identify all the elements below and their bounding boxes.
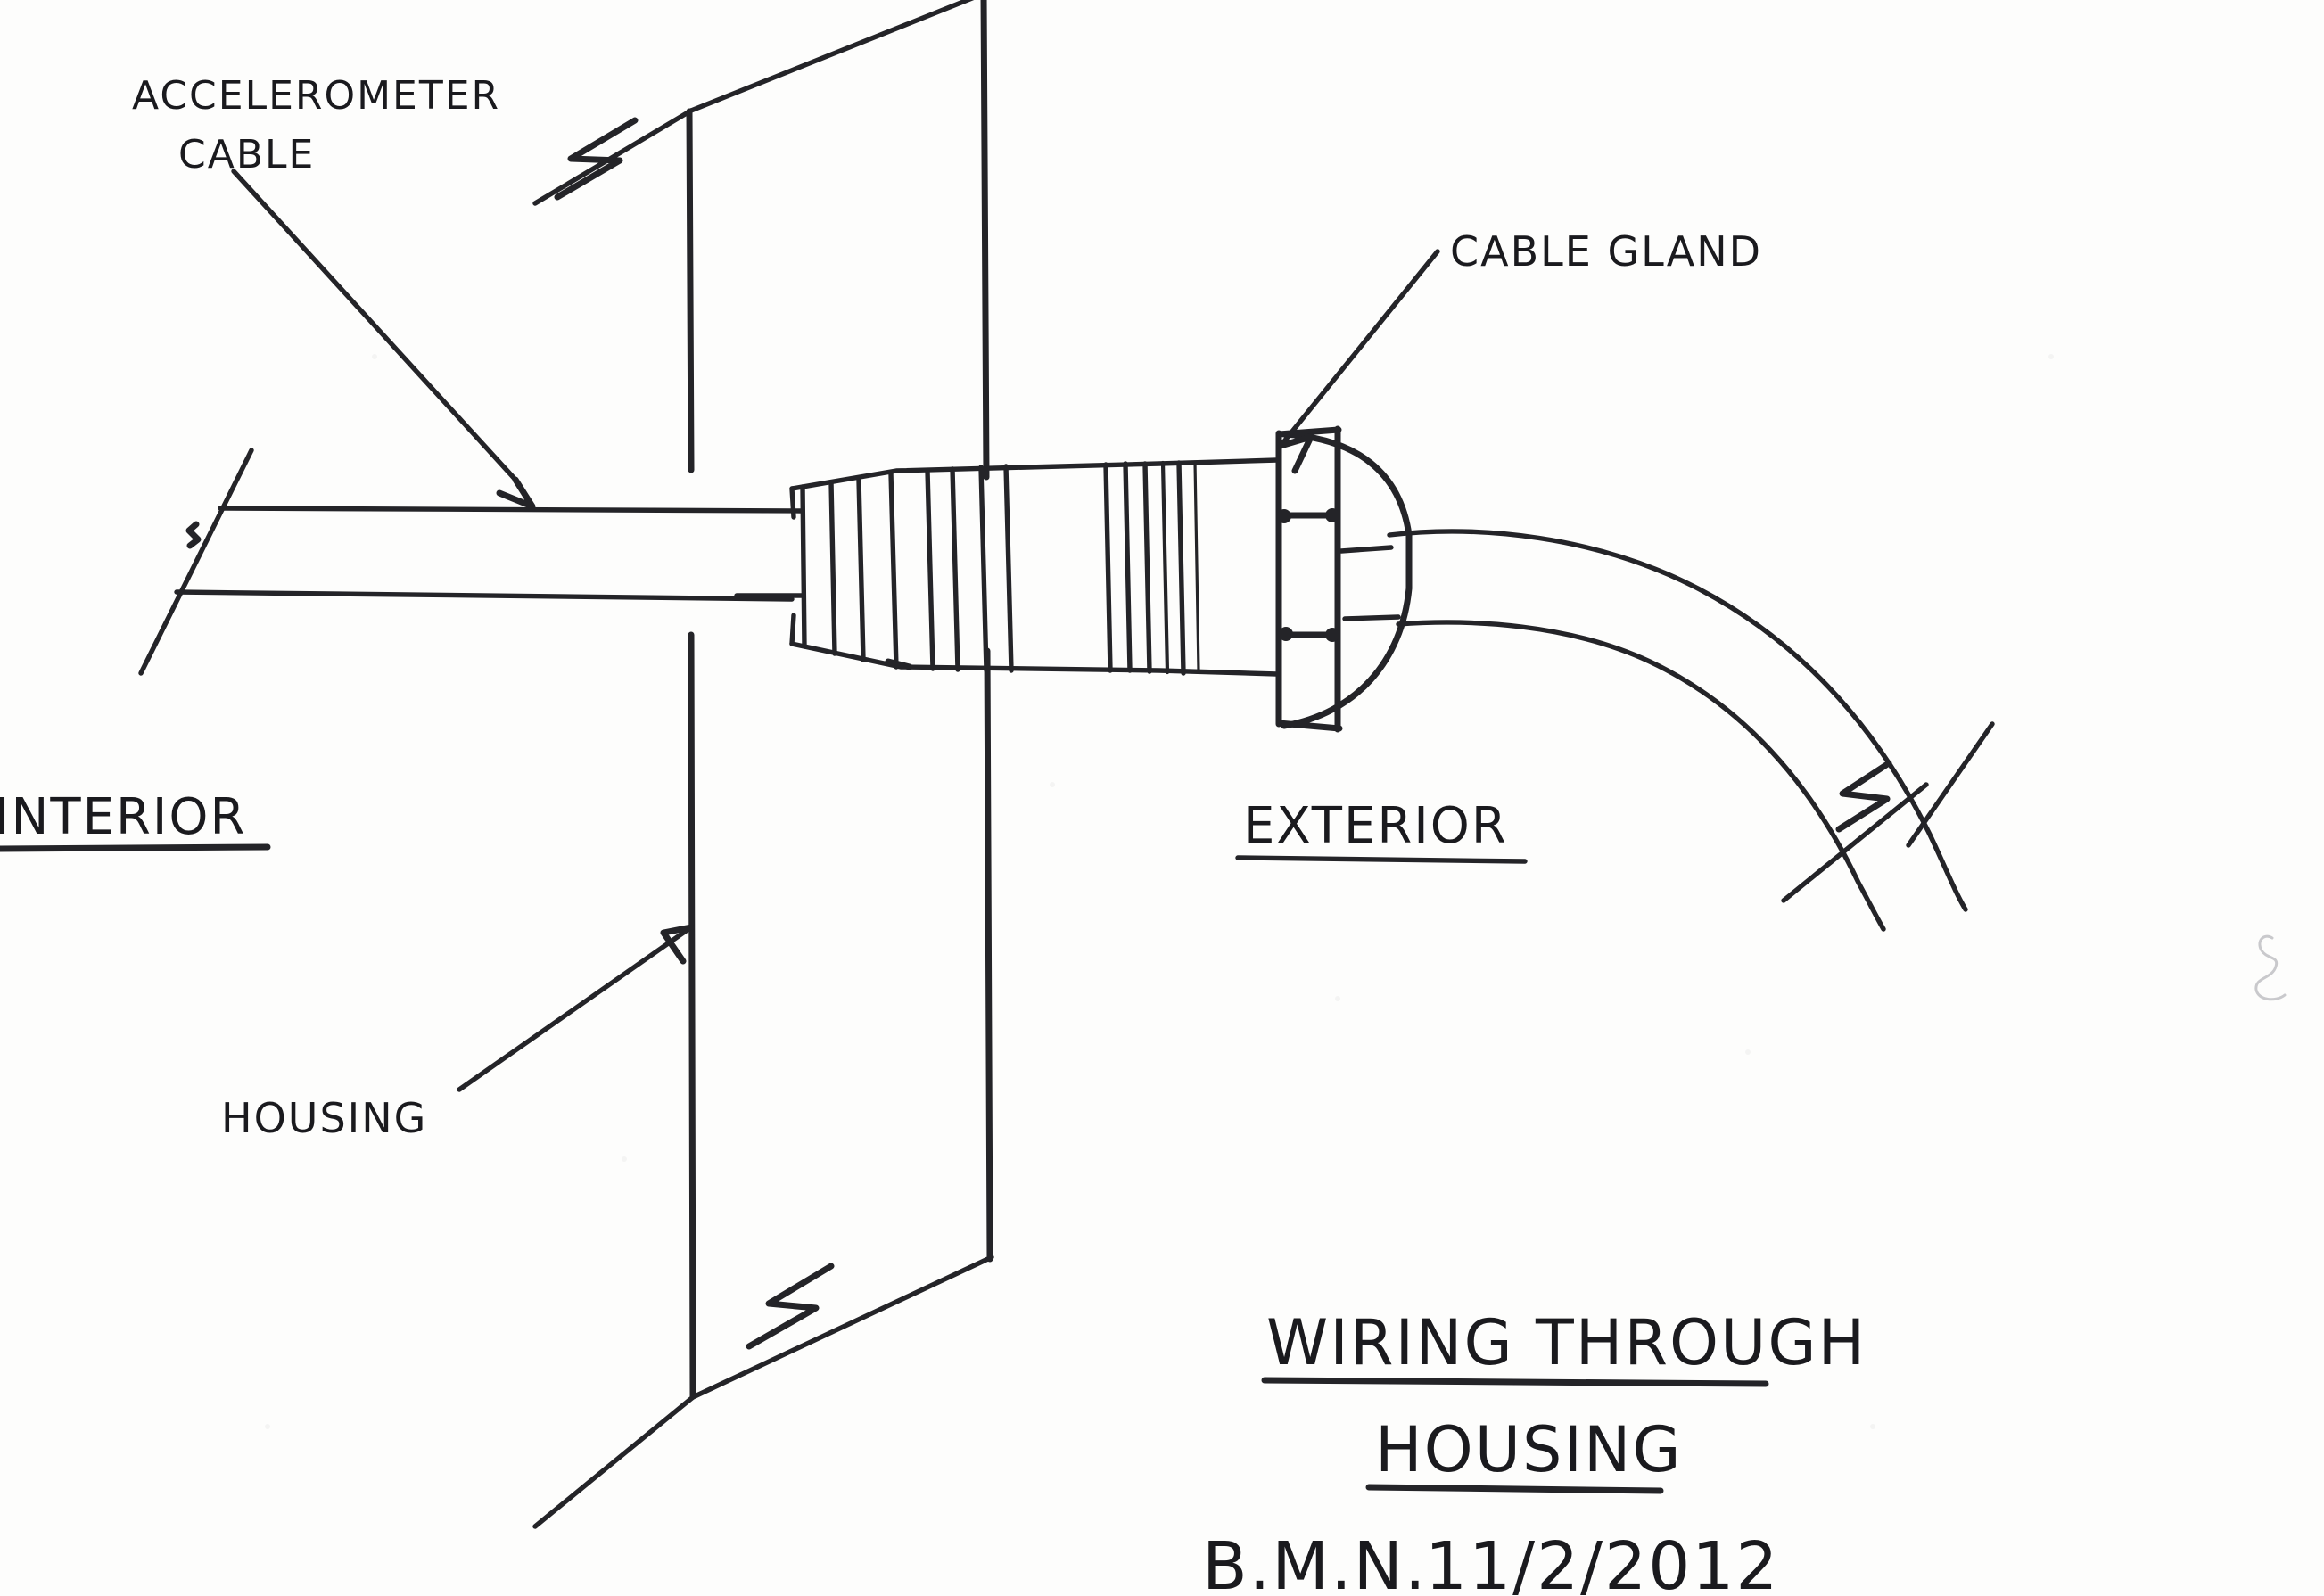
stray-squiggle: [2254, 934, 2287, 1001]
gland-entry-step-top: [789, 486, 796, 520]
title-line-2: HOUSING: [1375, 1413, 1683, 1486]
housing-break-top-right: [688, 0, 975, 113]
gland-thread-2: [828, 480, 837, 656]
housing-break-bottom-right: [690, 1255, 994, 1400]
gland-flange-blob-1: [1277, 509, 1291, 523]
gland-bore-top: [1339, 545, 1394, 554]
gland-thread-8: [1003, 464, 1014, 673]
gland-body-bottom: [789, 641, 1280, 677]
gland-thread-11: [1142, 461, 1152, 674]
gland-body-top: [789, 457, 1280, 491]
gland-bore-bottom: [1342, 614, 1401, 621]
housing-break-bottom-zigzag: [746, 1263, 835, 1350]
exterior-cable: [1387, 529, 1995, 932]
gland-flange-blob-3: [1279, 627, 1293, 641]
gland-flange-blob-2: [1325, 508, 1339, 522]
title-underline-1: [1261, 1377, 1769, 1387]
gland-flange-blob-4: [1325, 628, 1339, 642]
gland-thread-13: [1176, 460, 1186, 676]
gland-thread-9: [1103, 462, 1113, 673]
date-text: 11/2/2012: [1425, 1528, 1779, 1596]
exterior-cable-break-2: [1781, 782, 1929, 903]
housing-break-bottom-left: [532, 1394, 696, 1529]
gland-entry-step-bottom: [789, 613, 796, 646]
housing-break-top-left: [532, 108, 694, 206]
exterior-cable-break-1: [1906, 721, 1995, 848]
cable-gland-leader-arrowhead: [1277, 433, 1314, 474]
callout-leaders: [231, 169, 1440, 1092]
gland-dome-outline: [1281, 431, 1413, 729]
gland-thread-6: [950, 466, 960, 672]
housing-wall: [532, 0, 994, 1529]
paper-texture: [265, 354, 2054, 1429]
housing-wall-right-upper: [980, 0, 990, 481]
exterior-cable-bottom-edge: [1396, 620, 1886, 932]
gland-dome-cap: [1281, 431, 1413, 729]
stray-pencil-mark: [2254, 934, 2287, 1001]
exterior-cable-top-edge: [1387, 529, 1968, 912]
label-underlines: [0, 843, 1769, 1494]
gland-thread-3: [856, 477, 866, 662]
cable-gland: [789, 425, 1413, 733]
title-underline-2: [1365, 1484, 1664, 1494]
housing-label: HOUSING: [221, 1094, 427, 1142]
housing-leader-line: [457, 925, 694, 1092]
gland-thread-7: [978, 465, 989, 673]
gland-thread-12: [1160, 460, 1170, 675]
housing-wall-right-lower: [984, 647, 993, 1263]
title-line-1: WIRING THROUGH: [1266, 1306, 1867, 1379]
housing-wall-left-upper: [686, 108, 695, 473]
exterior-cable-break-zigzag: [1835, 760, 1892, 833]
accelerometer-leader-arrowhead: [496, 476, 536, 510]
cable-bottom-edge: [174, 589, 795, 602]
exterior-label: EXTERIOR: [1243, 797, 1508, 855]
housing-leader-arrowhead: [660, 924, 695, 965]
cable-break-zigzag: [185, 521, 202, 549]
accelerometer-cable-label-line2: CABLE: [178, 132, 315, 177]
gland-edge-burr: [885, 658, 913, 670]
gland-flange: [1275, 425, 1343, 733]
cable-gland-leader-line: [1278, 249, 1440, 448]
interior-underline: [0, 843, 271, 852]
accelerometer-leader-line: [231, 169, 518, 482]
gland-thread-5: [925, 468, 935, 671]
interior-label: INTERIOR: [0, 788, 246, 846]
cable-break-line: [138, 448, 254, 676]
gland-thread-10: [1123, 461, 1133, 673]
cable-inner-lead: [734, 593, 805, 598]
cable-top-edge: [218, 506, 805, 514]
accelerometer-cable-label-line1: ACCELEROMETER: [132, 73, 500, 119]
gland-thread-4: [888, 471, 899, 670]
gland-thread-lines: [800, 460, 1200, 676]
cable-gland-label: CABLE GLAND: [1450, 227, 1762, 276]
gland-thread-14: [1193, 460, 1200, 672]
housing-break-top-zigzag: [554, 117, 639, 201]
housing-wall-left-lower: [688, 631, 696, 1400]
gland-thread-1: [800, 484, 807, 649]
accelerometer-cable: [138, 448, 805, 676]
author-initials: B.M.N.: [1202, 1528, 1428, 1596]
exterior-underline: [1235, 855, 1528, 864]
